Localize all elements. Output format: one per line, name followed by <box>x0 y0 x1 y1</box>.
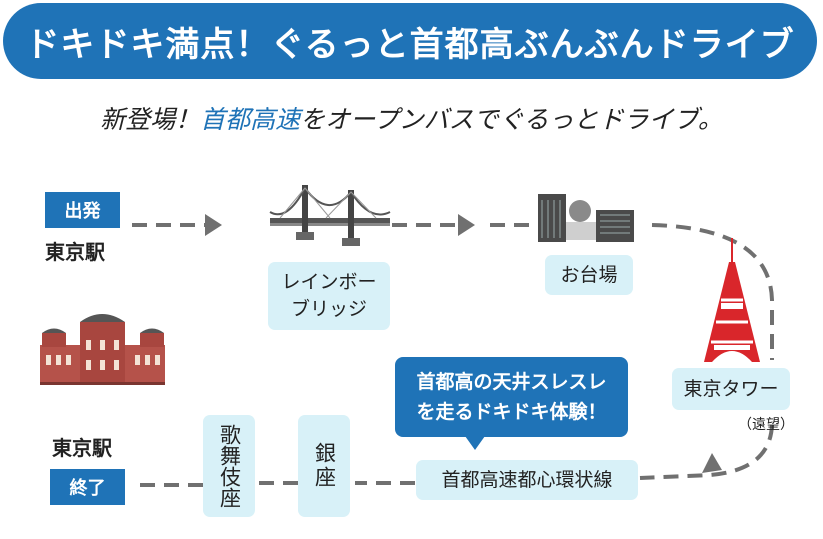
start-tag: 出発 <box>45 192 120 228</box>
end-tag-label: 終了 <box>69 478 106 499</box>
start-station: 東京駅 <box>45 240 105 264</box>
ginza-label: 銀座 <box>312 442 337 490</box>
arrow-right-icon <box>205 214 222 236</box>
callout-line2: を走るドキドキ体験！ <box>416 401 607 423</box>
subtitle: 新登場！首都高速をオープンバスでぐるっとドライブ。 <box>0 100 823 136</box>
odaiba-label: お台場 <box>560 263 618 286</box>
end-tag: 終了 <box>50 469 125 505</box>
rainbow-bridge-line2: ブリッジ <box>290 298 367 320</box>
stop-kabukiza: 歌舞伎座 <box>203 415 255 517</box>
subtitle-suffix: をオープンバスでぐるっとドライブ。 <box>300 105 723 134</box>
odaiba-building-icon <box>538 194 634 242</box>
start-tag-label: 出発 <box>64 201 101 222</box>
page-title: ドキドキ満点！ぐるっと首都高ぶんぶんドライブ <box>25 24 795 65</box>
callout-tail <box>465 436 485 450</box>
bridge-icon <box>269 185 391 246</box>
stop-tokyo-tower: 東京タワー <box>672 368 790 410</box>
end-station: 東京駅 <box>52 436 112 460</box>
expressway-label: 首都高速都心環状線 <box>441 468 613 491</box>
title-banner: ドキドキ満点！ぐるっと首都高ぶんぶんドライブ <box>3 3 817 79</box>
arrow-right-icon <box>458 214 475 236</box>
stop-ginza: 銀座 <box>298 415 350 517</box>
kabukiza-label: 歌舞伎座 <box>217 424 242 508</box>
rainbow-bridge-line1: レインボー <box>281 271 377 293</box>
stop-rainbow-bridge: レインボー ブリッジ <box>268 262 390 330</box>
experience-callout: 首都高の天井スレスレ を走るドキドキ体験！ <box>395 357 628 437</box>
stop-expressway: 首都高速都心環状線 <box>416 460 638 500</box>
subtitle-highlight: 首都高速 <box>200 105 301 134</box>
callout-line1: 首都高の天井スレスレ <box>416 371 607 393</box>
subtitle-prefix: 新登場！ <box>100 105 201 134</box>
tokyo-station-icon <box>40 314 165 385</box>
stop-odaiba: お台場 <box>545 255 633 295</box>
tower-distance-note: （遠望） <box>738 417 794 433</box>
tokyo-tower-icon <box>704 238 760 362</box>
arrow-down-left-icon <box>702 453 722 473</box>
tokyo-tower-label: 東京タワー <box>683 377 779 400</box>
route-line <box>132 223 774 487</box>
